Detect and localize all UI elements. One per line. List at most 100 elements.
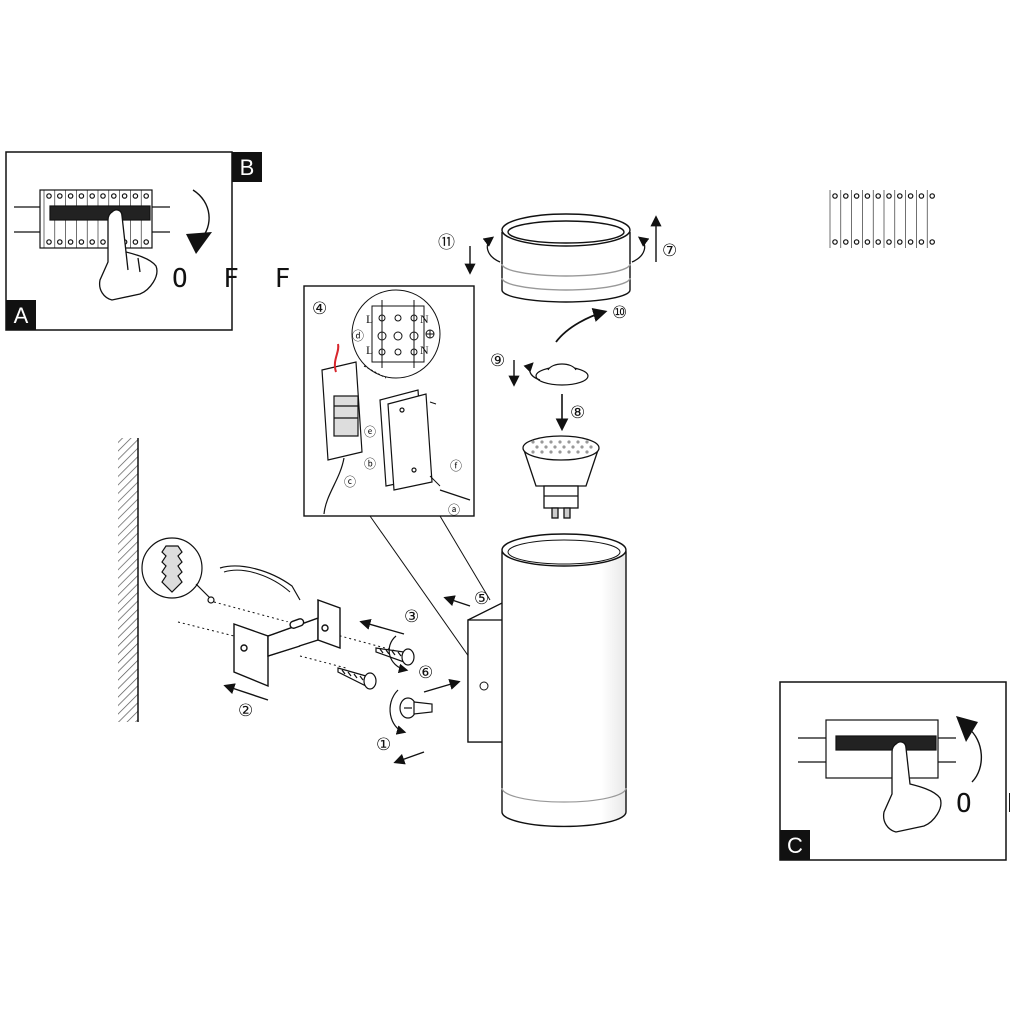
retaining-ring bbox=[535, 363, 589, 386]
lamp-body-icon bbox=[467, 533, 627, 828]
breaker-screw bbox=[929, 239, 936, 245]
breaker-screw bbox=[842, 193, 849, 199]
step-1-label: ① bbox=[376, 735, 391, 754]
breaker-screw bbox=[111, 193, 117, 199]
led-chip bbox=[535, 445, 539, 449]
circuit-breaker-icon bbox=[798, 190, 956, 779]
mounting-bracket bbox=[233, 599, 341, 688]
terminal-label-l-top: L bbox=[366, 312, 373, 326]
breaker-screw bbox=[46, 193, 52, 199]
breaker-screw bbox=[875, 193, 882, 199]
breaker-screw bbox=[842, 239, 849, 245]
arrow-step10 bbox=[555, 308, 608, 343]
circuit-breaker-icon bbox=[14, 189, 170, 249]
on-panel: C O N bbox=[779, 190, 1010, 861]
led-chip bbox=[558, 450, 562, 454]
led-chip bbox=[571, 445, 575, 449]
breaker-screw bbox=[67, 193, 74, 199]
wall-plug-icon bbox=[141, 537, 215, 604]
substep-a-label: ⓐ bbox=[448, 503, 460, 517]
panel-tag-c bbox=[780, 830, 810, 860]
step-8-label: ⑧ bbox=[570, 403, 585, 422]
panel-letter-b: B bbox=[240, 155, 255, 180]
led-chip bbox=[576, 440, 580, 444]
breaker-screw bbox=[132, 193, 139, 199]
arrow-step1-rot bbox=[389, 689, 407, 735]
arrow-step6 bbox=[423, 678, 461, 693]
led-chip bbox=[567, 440, 571, 444]
breaker-screw bbox=[56, 239, 63, 245]
arrow-step11-rot bbox=[482, 236, 501, 263]
breaker-screw bbox=[56, 193, 63, 199]
breaker-screw bbox=[853, 239, 860, 245]
led-chip bbox=[585, 450, 589, 454]
breaker-screw bbox=[121, 193, 128, 199]
led-chip bbox=[562, 445, 566, 449]
breaker-screw bbox=[832, 239, 838, 245]
breaker-screw bbox=[918, 193, 925, 199]
screw-icon bbox=[399, 697, 433, 719]
led-chip bbox=[540, 450, 544, 454]
breaker-screw bbox=[907, 239, 914, 245]
substep-f-label: ⓕ bbox=[450, 459, 462, 473]
rotate-arrow-on bbox=[967, 727, 983, 783]
breaker-screw bbox=[89, 239, 96, 245]
step-3-label: ③ bbox=[404, 607, 419, 626]
breaker-screw bbox=[886, 239, 892, 245]
wiring-detail: L N L N bbox=[303, 285, 491, 665]
wall bbox=[118, 438, 139, 722]
breaker-screw bbox=[918, 239, 925, 245]
off-panel: B A O F F bbox=[5, 151, 290, 331]
hand-icon bbox=[98, 209, 158, 301]
step-5-label: ⑤ bbox=[474, 589, 489, 608]
breaker-screw bbox=[89, 193, 96, 199]
arrow-head-on bbox=[956, 716, 978, 742]
breaker-screw bbox=[896, 193, 903, 199]
red-wire bbox=[333, 343, 340, 373]
arrow-step3 bbox=[359, 618, 405, 635]
on-label: O N bbox=[956, 789, 1010, 819]
step-10-label: ⑩ bbox=[612, 303, 627, 322]
glass-cap-icon bbox=[501, 213, 631, 303]
panel-tag-a bbox=[6, 300, 36, 330]
breaker-screw bbox=[907, 193, 914, 199]
terminal-block-magnified bbox=[351, 289, 441, 379]
breaker-screw bbox=[78, 193, 85, 199]
breaker-screw bbox=[864, 193, 871, 199]
breaker-screw bbox=[100, 193, 106, 199]
led-chip bbox=[580, 445, 584, 449]
arrow-step3-rot bbox=[388, 635, 409, 674]
led-chip bbox=[576, 450, 580, 454]
screw-icon bbox=[375, 647, 415, 666]
breaker-screw bbox=[143, 239, 150, 245]
led-chip bbox=[558, 440, 562, 444]
led-chip bbox=[553, 445, 557, 449]
led-chip bbox=[589, 445, 593, 449]
terminal-label-l-bottom: L bbox=[366, 343, 373, 357]
gu10-bulb-icon bbox=[522, 435, 600, 519]
led-chip bbox=[540, 440, 544, 444]
supply-cable bbox=[219, 565, 301, 601]
substep-d-label: ⓓ bbox=[352, 329, 364, 343]
substep-e-label: ⓔ bbox=[364, 425, 376, 439]
junction-box bbox=[321, 361, 363, 461]
led-chip bbox=[549, 450, 553, 454]
arrow-step1 bbox=[393, 751, 425, 765]
cover-plate bbox=[379, 389, 433, 491]
hand-icon bbox=[882, 741, 942, 833]
breaker-screw bbox=[67, 239, 74, 245]
step-9-label: ⑨ bbox=[490, 351, 505, 370]
step-4-label: ④ bbox=[312, 299, 327, 318]
substep-b-label: ⓑ bbox=[364, 457, 376, 471]
breaker-screw bbox=[143, 193, 150, 199]
panel-letter-c: C bbox=[787, 833, 803, 858]
breaker-screw bbox=[896, 239, 903, 245]
step-6-label: ⑥ bbox=[418, 663, 433, 682]
arrow-step9-rot bbox=[523, 362, 541, 381]
led-chip bbox=[531, 450, 535, 454]
led-chip bbox=[549, 440, 553, 444]
led-chip bbox=[585, 440, 589, 444]
supply-wire bbox=[323, 457, 345, 515]
breaker-screw bbox=[100, 239, 106, 245]
